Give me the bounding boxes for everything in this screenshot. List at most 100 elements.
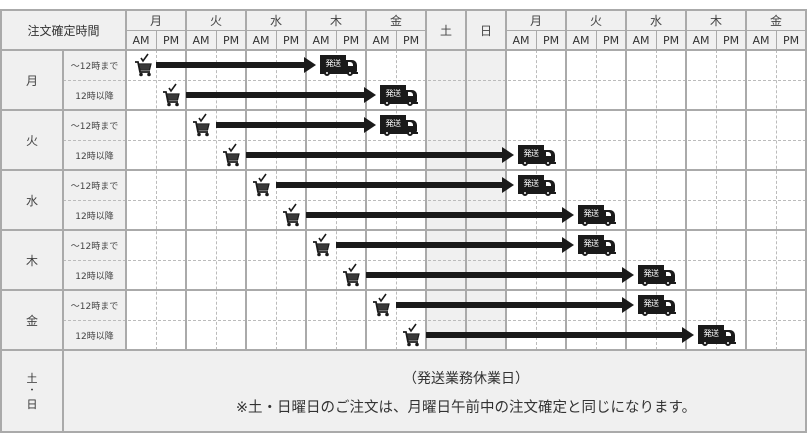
delivery-truck-icon: 発送 <box>518 173 558 199</box>
arrow-icon <box>366 263 634 287</box>
slot-before-noon: 〜12時まで <box>70 61 119 72</box>
arrow-icon <box>396 293 634 317</box>
arrow-icon <box>216 113 376 137</box>
truck-label: 発送 <box>380 115 406 132</box>
grid-line <box>125 9 127 351</box>
arrow-icon <box>186 83 376 107</box>
footer-weekend-note: ※土・日曜日のご注文は、月曜日午前中の注文確定と同じになります。 <box>235 400 697 416</box>
day-header-next-tue: 火 <box>589 13 602 28</box>
grid-line <box>0 229 807 231</box>
shopping-cart-icon <box>403 323 420 347</box>
pm-header: PM <box>542 33 560 47</box>
grid-dash <box>63 80 806 81</box>
slot-after-noon: 12時以降 <box>75 151 114 162</box>
arrow-icon <box>276 173 514 197</box>
slot-after-noon: 12時以降 <box>75 211 114 222</box>
delivery-truck-icon: 発送 <box>638 293 678 319</box>
footer-closed-notice: （発送業務休業日） <box>403 371 529 387</box>
grid-line <box>63 50 64 350</box>
delivery-truck-icon: 発送 <box>380 113 420 139</box>
grid-line <box>156 30 157 50</box>
slot-after-noon: 12時以降 <box>75 331 114 342</box>
day-header-thu: 木 <box>329 13 342 28</box>
am-header: AM <box>132 33 150 47</box>
slot-after-noon: 12時以降 <box>75 91 114 102</box>
day-header-wed: 水 <box>269 13 282 28</box>
arrow-icon <box>306 203 574 227</box>
day-header-sat: 土 <box>439 23 452 38</box>
truck-label: 発送 <box>578 205 604 222</box>
corner-header: 注文確定時間 <box>1 10 126 50</box>
grid-line <box>336 30 337 50</box>
shopping-cart-icon <box>163 83 180 107</box>
pm-header: PM <box>602 33 620 47</box>
slot-after-noon: 12時以降 <box>75 271 114 282</box>
grid-line <box>0 109 807 111</box>
grid-dash <box>63 320 806 321</box>
truck-label: 発送 <box>578 235 604 252</box>
truck-label: 発送 <box>320 55 346 72</box>
grid-line <box>396 30 397 50</box>
grid-dash <box>63 260 806 261</box>
slot-before-noon: 〜12時まで <box>70 181 119 192</box>
slot-before-noon: 〜12時まで <box>70 301 119 312</box>
pm-header: PM <box>402 33 420 47</box>
am-header: AM <box>572 33 590 47</box>
truck-label: 発送 <box>638 295 664 312</box>
arrow-icon <box>156 53 316 77</box>
delivery-truck-icon: 発送 <box>578 203 618 229</box>
am-header: AM <box>752 33 770 47</box>
grid-line <box>0 349 807 351</box>
grid-line <box>245 9 247 351</box>
delivery-truck-icon: 発送 <box>698 323 738 349</box>
footer-row-label: 土 ・ 日 <box>1 350 63 432</box>
day-header-next-fri: 金 <box>769 13 782 28</box>
footer-bg <box>1 350 806 432</box>
grid-line <box>0 9 807 11</box>
delivery-truck-icon: 発送 <box>320 53 360 79</box>
shopping-cart-icon <box>135 53 152 77</box>
delivery-truck-icon: 発送 <box>380 83 420 109</box>
day-header-tue: 火 <box>209 13 222 28</box>
shopping-cart-icon <box>343 263 360 287</box>
am-header: AM <box>692 33 710 47</box>
day-header-mon: 月 <box>149 13 162 28</box>
slot-before-noon: 〜12時まで <box>70 241 119 252</box>
arrow-icon <box>336 233 574 257</box>
grid-line <box>565 9 567 351</box>
day-header-sun: 日 <box>479 23 492 38</box>
shopping-cart-icon <box>223 143 240 167</box>
am-header: AM <box>372 33 390 47</box>
shopping-cart-icon <box>373 293 390 317</box>
pm-header: PM <box>782 33 800 47</box>
delivery-truck-icon: 発送 <box>578 233 618 259</box>
shopping-cart-icon <box>193 113 210 137</box>
grid-line <box>685 9 687 351</box>
day-header-next-thu: 木 <box>709 13 722 28</box>
grid-line <box>805 9 807 433</box>
grid-line <box>536 30 537 50</box>
am-header: AM <box>312 33 330 47</box>
grid-line <box>0 9 2 433</box>
row-day-tue: 火 <box>25 133 38 148</box>
row-day-mon: 月 <box>25 73 38 88</box>
grid-line <box>185 9 187 351</box>
pm-header: PM <box>222 33 240 47</box>
am-header: AM <box>192 33 210 47</box>
grid-line <box>776 30 777 50</box>
am-header: AM <box>252 33 270 47</box>
grid-line <box>305 9 307 351</box>
slot-before-noon: 〜12時まで <box>70 121 119 132</box>
footer-label-dot: ・ <box>27 385 37 396</box>
shopping-cart-icon <box>283 203 300 227</box>
grid-line <box>656 30 657 50</box>
shopping-cart-icon <box>313 233 330 257</box>
row-day-thu: 木 <box>25 253 38 268</box>
shopping-cart-icon <box>253 173 270 197</box>
footer-label-sun: 日 <box>26 397 38 411</box>
am-header: AM <box>512 33 530 47</box>
grid-line <box>425 9 427 351</box>
grid-line <box>465 9 467 351</box>
grid-line <box>365 9 367 351</box>
grid-line <box>596 30 597 50</box>
